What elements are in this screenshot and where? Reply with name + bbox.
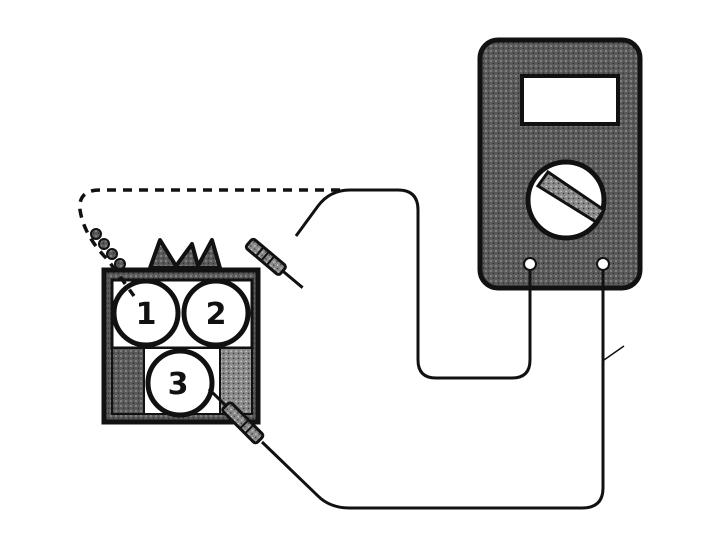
connector-block: 1 2 3	[101, 238, 261, 425]
terminal-3-label: 3	[168, 367, 189, 402]
terminal-2-label: 2	[206, 297, 227, 332]
multimeter	[477, 37, 643, 291]
terminal-1-label: 1	[136, 297, 157, 332]
terminal-3: 3	[145, 348, 215, 418]
selector-dial-icon	[525, 159, 607, 241]
terminal-2: 2	[181, 278, 251, 348]
meter-jack-right	[596, 257, 610, 271]
multimeter-display	[520, 74, 620, 126]
probe-icon	[207, 387, 265, 445]
terminal-1: 1	[111, 278, 181, 348]
jumper-wire-icon	[78, 188, 340, 298]
connector-latch	[148, 238, 222, 270]
lead-to-terminal-2	[294, 188, 532, 380]
meter-jack-left	[523, 257, 537, 271]
probe-icon	[244, 237, 304, 289]
lead-to-terminal-3	[260, 270, 625, 510]
